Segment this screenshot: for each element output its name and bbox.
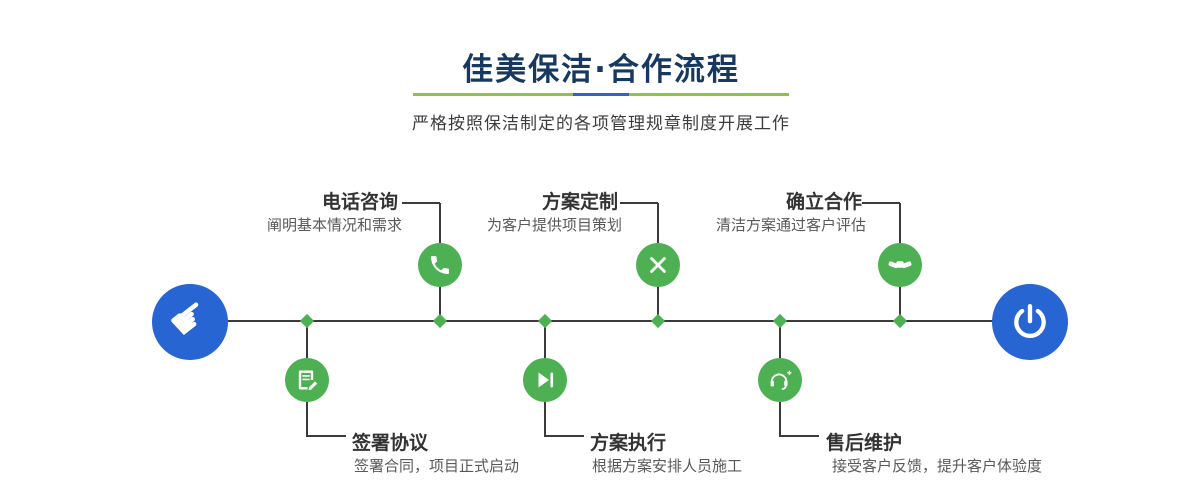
step-title-contract: 签署协议 <box>352 432 429 454</box>
connector-line <box>899 287 901 321</box>
step-desc-execute: 根据方案安排人员施工 <box>592 457 743 475</box>
step-node-handshake <box>878 243 922 287</box>
phone-icon <box>431 256 449 274</box>
timeline-node-diamond <box>432 313 448 329</box>
step-desc-phone: 阐明基本情况和需求 <box>266 216 402 234</box>
page-title: 佳美保洁·合作流程 <box>462 52 740 88</box>
timeline-node-diamond <box>650 313 666 329</box>
step-node-phone <box>418 243 462 287</box>
timeline-end-circle <box>992 284 1068 360</box>
step-title-phone: 电话咨询 <box>321 191 398 213</box>
connector-line <box>899 203 901 243</box>
step-desc-support: 接受客户反馈，提升客户体验度 <box>832 457 1043 475</box>
design-icon <box>650 257 666 273</box>
connector-line <box>620 202 658 204</box>
connector-line <box>862 202 900 204</box>
connector-line <box>544 435 584 437</box>
timeline-node-diamond <box>892 313 908 329</box>
step-node-execute <box>523 358 567 402</box>
step-title-support: 售后维护 <box>826 432 903 454</box>
page-subtitle: 严格按照保洁制定的各项管理规章制度开展工作 <box>412 114 790 134</box>
execute-icon <box>538 372 554 388</box>
connector-line <box>306 402 308 437</box>
connector-line <box>779 402 781 437</box>
contract-icon <box>298 370 318 391</box>
connector-line <box>439 287 441 321</box>
step-node-contract <box>285 358 329 402</box>
connector-line <box>306 435 346 437</box>
connector-line <box>544 322 546 358</box>
connector-line <box>657 203 659 243</box>
timeline-node-diamond <box>772 313 788 329</box>
title-underline <box>413 93 789 96</box>
step-desc-design: 为客户提供项目策划 <box>486 216 622 234</box>
connector-line <box>657 287 659 321</box>
connector-line <box>779 322 781 358</box>
step-desc-handshake: 清洁方案通过客户评估 <box>715 216 866 234</box>
step-node-support <box>758 358 802 402</box>
timeline-node-diamond <box>299 313 315 329</box>
step-title-design: 方案定制 <box>541 191 618 213</box>
timeline-start-circle: ☛ <box>152 284 228 360</box>
support-icon <box>770 370 792 390</box>
connector-line <box>544 402 546 437</box>
step-node-design <box>636 243 680 287</box>
step-desc-contract: 签署合同，项目正式启动 <box>354 457 520 475</box>
step-title-handshake: 确立合作 <box>785 191 862 213</box>
connector-line <box>306 322 308 358</box>
handshake-icon <box>888 261 912 269</box>
pointing-hand-icon: ☛ <box>158 286 221 351</box>
underline-blue-center <box>573 93 629 96</box>
timeline-main-line <box>228 320 994 322</box>
timeline-node-diamond <box>537 313 553 329</box>
underline-green-right <box>629 93 789 96</box>
connector-line <box>779 435 819 437</box>
connector-line <box>402 202 440 204</box>
underline-green-left <box>413 93 573 96</box>
step-title-execute: 方案执行 <box>590 432 667 454</box>
power-icon <box>1014 304 1046 338</box>
connector-line <box>439 203 441 243</box>
